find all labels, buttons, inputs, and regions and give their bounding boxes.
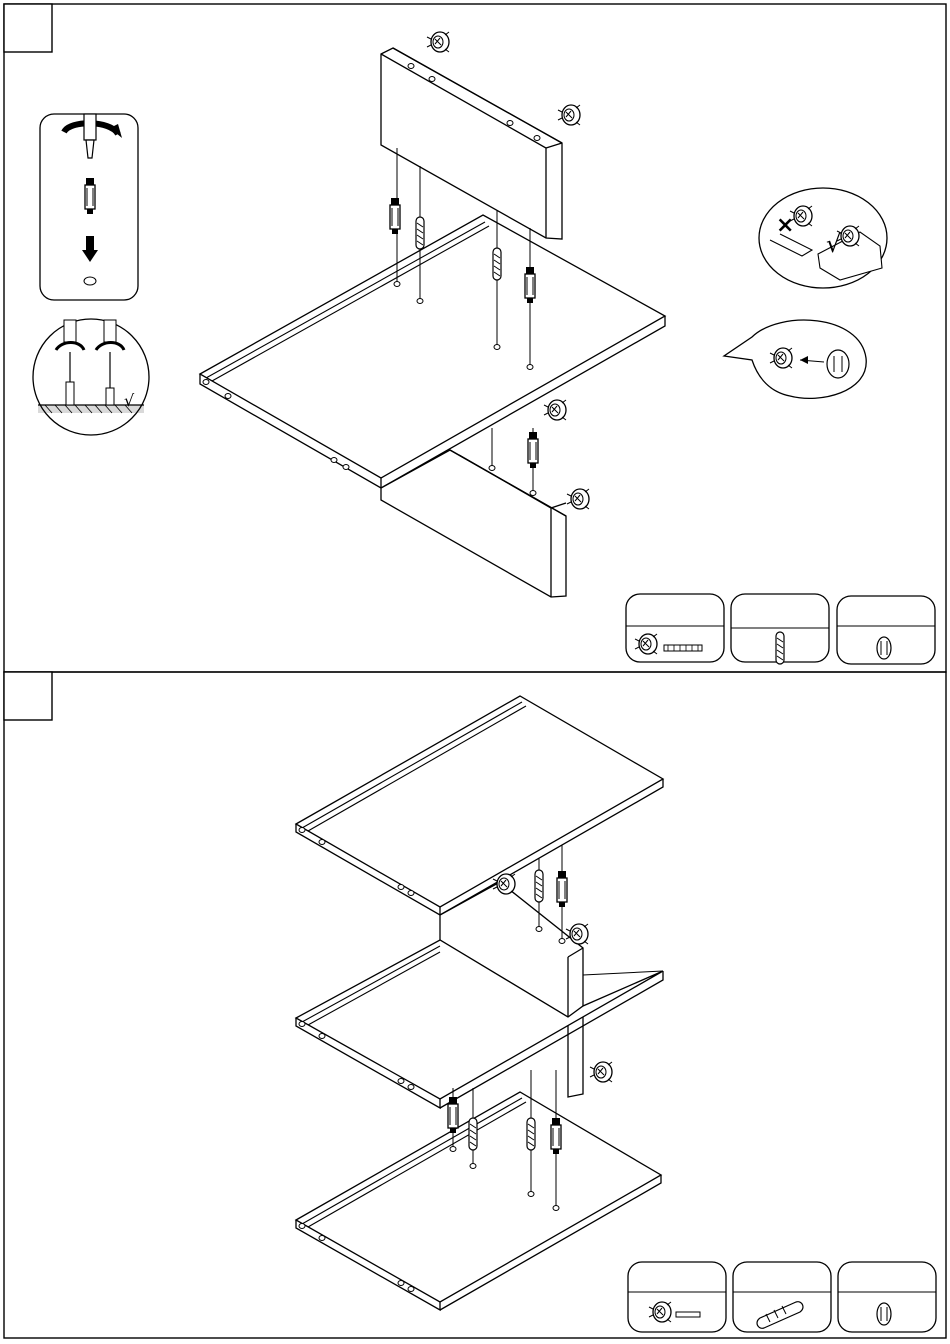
bottom-shelf-panel: [296, 1092, 661, 1310]
step-2-parts-list: [628, 1262, 936, 1332]
cam-lock-and-bolt-part: [626, 594, 724, 662]
wood-dowel-part: [731, 594, 829, 664]
step-1-number-box: [4, 4, 52, 52]
screwdriver-cam-bolt-inset: [40, 114, 138, 300]
dowel: [527, 1118, 535, 1150]
dowel: [416, 217, 424, 249]
cam-lock-and-bolt-part: [628, 1262, 726, 1332]
wrong-mark: ×: [776, 213, 794, 238]
base-shelf-panel: [200, 215, 665, 488]
cam-bolt-depth-check-inset: √: [33, 319, 149, 435]
cam-lock: [427, 32, 449, 52]
cam-bolt: [390, 198, 400, 234]
cam-bolt: [551, 1118, 561, 1154]
dowel-icon: [776, 632, 784, 664]
cap-cover-part: [838, 1262, 936, 1332]
cam-bolt: [557, 871, 567, 907]
wood-dowel-part: [733, 1262, 831, 1332]
cam-lock: [567, 489, 589, 509]
step-1-parts-list: [626, 594, 935, 664]
dowel: [535, 870, 543, 902]
cam-lock: [544, 400, 566, 420]
step-2-panel: [4, 672, 946, 1338]
step-2-number-box: [4, 672, 52, 720]
cam-bolt: [528, 432, 538, 468]
cam-lock: [590, 1062, 612, 1082]
cover-cap-icon: [877, 637, 891, 659]
check-mark: √: [124, 391, 135, 410]
middle-shelf-panel: [296, 940, 663, 1108]
upper-side-panel: [381, 48, 562, 239]
right-mark: √: [826, 230, 842, 258]
cam-bolt: [525, 267, 535, 303]
step-1-panel: √ × √: [4, 4, 946, 672]
cam-lock-orientation-inset: × √: [759, 188, 887, 288]
top-shelf-panel: [296, 696, 663, 915]
lower-side-panel: [381, 450, 566, 597]
cam-bolt: [448, 1097, 458, 1133]
dowel: [469, 1118, 477, 1150]
cam-lock: [558, 105, 580, 125]
cam-lock-insert-inset: [724, 320, 866, 398]
dowel: [493, 248, 501, 280]
cap-cover-part: [837, 596, 935, 664]
cover-cap-icon: [877, 1303, 891, 1325]
